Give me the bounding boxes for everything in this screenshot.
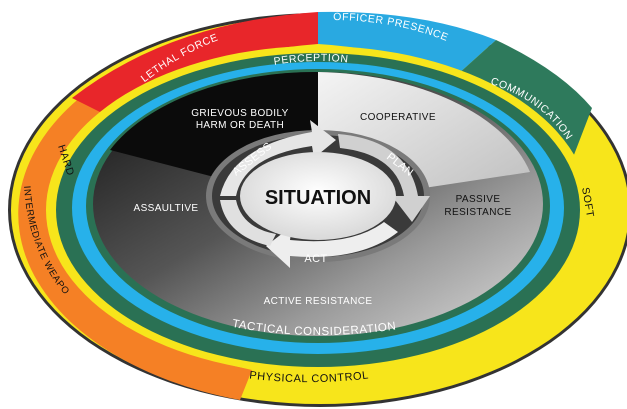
- perception-label: PERCEPTION: [273, 52, 349, 68]
- plan-arrow: [338, 134, 430, 222]
- passive-label-line1: PASSIVE: [456, 194, 501, 205]
- situation-title: SITUATION: [265, 187, 371, 209]
- assess-arrow: [220, 120, 336, 196]
- soft-label: SOFT: [579, 186, 596, 218]
- act-label: ACT: [304, 253, 327, 265]
- situation-hub: [240, 152, 396, 240]
- lethal-force-band: [72, 12, 318, 112]
- grievous-label-line1: GRIEVOUS BODILY: [191, 108, 289, 119]
- act-arrow: [266, 222, 398, 268]
- assaultive-label: ASSAULTIVE: [134, 203, 199, 214]
- active-resistance-label: ACTIVE RESISTANCE: [264, 296, 373, 307]
- passive-label-line2: RESISTANCE: [444, 207, 511, 218]
- communication-band: [456, 40, 592, 160]
- grievous-label-line2: HARM OR DEATH: [196, 120, 284, 131]
- cooperative-label: COOPERATIVE: [360, 112, 436, 123]
- act-arrow-left: [220, 200, 276, 246]
- officer-presence-band: [318, 11, 496, 76]
- physical-control-label: PHYSICAL CONTROL: [249, 369, 370, 385]
